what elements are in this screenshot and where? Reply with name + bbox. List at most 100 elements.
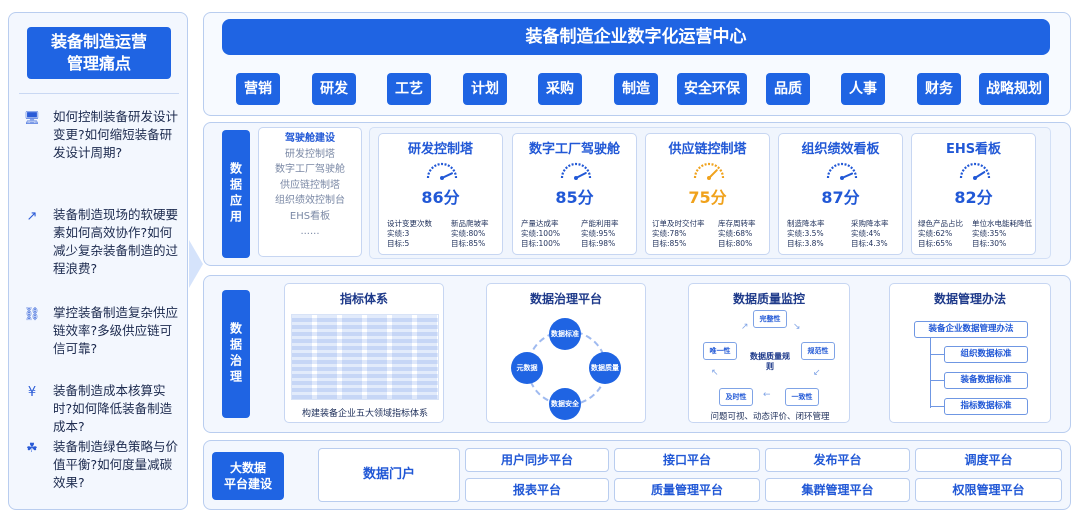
card-score: 85分 <box>555 188 594 207</box>
platform-publish: 发布平台 <box>765 448 910 472</box>
supply-chain-icon: ⛓ <box>23 307 41 322</box>
method-equipment-standard: 装备数据标准 <box>944 372 1028 389</box>
metric-name: 产量达成率 <box>521 219 559 228</box>
big-data-platform-label: 大数据 平台建设 <box>212 452 284 500</box>
method-root: 装备企业数据管理办法 <box>914 321 1028 338</box>
metric-actual: 实绩:4% <box>851 229 881 238</box>
metric-1: 绿色产品占比实绩:62%目标:65% <box>918 219 963 249</box>
metric-1: 产量达成率实绩:100%目标:100% <box>521 219 560 249</box>
dept-purchasing: 采购 <box>538 73 582 105</box>
platform-user-sync: 用户同步平台 <box>465 448 609 472</box>
cockpit-list-item: 组织绩效控制台 <box>275 195 345 206</box>
governance-platform-title: 数据治理平台 <box>529 292 602 306</box>
big-data-label-line1: 大数据 <box>229 461 266 475</box>
metric-actual: 实绩:95% <box>581 229 616 238</box>
pain-text: 装备制造绿色策略与价值平衡?如何度量减碳效果? <box>53 439 179 490</box>
pain-title-line2: 管理痛点 <box>66 54 131 73</box>
pain-title-line1: 装备制造运营 <box>50 32 147 51</box>
cockpit-list-item: EHS看板 <box>289 210 331 222</box>
gauge-hub <box>840 176 844 180</box>
dept-planning: 计划 <box>463 73 507 105</box>
data-portal: 数据门户 <box>318 448 460 502</box>
indicator-system-title: 指标体系 <box>339 292 388 306</box>
cockpit-list-item: ...... <box>300 226 320 237</box>
management-method-box: 数据管理办法 装备企业数据管理办法 组织数据标准 装备数据标准 指标数据标准 <box>889 283 1051 423</box>
quality-monitoring-title: 数据质量监控 <box>732 292 805 306</box>
quality-monitoring-box: 数据质量监控 完整性 规范性 一致性 及时性 唯一性 数据质量规则 ↗ ↘ ↙ … <box>688 283 850 423</box>
dept-strategy: 战略规划 <box>979 73 1049 105</box>
platform-report: 报表平台 <box>465 478 609 502</box>
metric-target: 目标:98% <box>581 239 616 248</box>
arrow-icon: ↙ <box>813 368 821 378</box>
metric-name: 订单及时交付率 <box>652 219 705 228</box>
tree-line <box>930 354 944 355</box>
kpi-card-org-performance: 组织绩效看板 87分 制造降本率实绩:3.5%目标:3.8% 采购降本率实绩:4… <box>778 133 903 255</box>
divider <box>19 93 179 94</box>
metric-1: 订单及时交付率实绩:78%目标:85% <box>652 219 705 249</box>
metric-2: 新品爬坡率实绩:80%目标:85% <box>451 219 489 249</box>
card-score: 82分 <box>954 188 993 207</box>
pain-text: 如何控制装备研发设计变更?如何缩短装备研发设计周期? <box>53 109 179 160</box>
pain-text: 掌控装备制造复杂供应链效率?多级供应链可信可靠? <box>53 305 179 356</box>
metric-actual: 实绩:62% <box>918 229 953 238</box>
arrow-icon: ↖ <box>711 368 719 378</box>
metric-name: 绿色产品占比 <box>918 219 963 228</box>
metric-target: 目标:4.3% <box>851 239 888 248</box>
gauge-hub <box>973 176 977 180</box>
monitor-icon: 🖥 <box>23 111 41 126</box>
dept-finance: 财务 <box>917 73 961 105</box>
quality-rule-center: 数据质量规则 <box>750 352 790 371</box>
dept-marketing: 营销 <box>236 73 280 105</box>
metric-actual: 实绩:100% <box>521 229 560 238</box>
node-completeness: 完整性 <box>753 310 787 328</box>
cockpit-list-item: 供应链控制塔 <box>280 179 340 191</box>
quality-caption: 问题可视、动态评价、闭环管理 <box>710 412 830 422</box>
gauge-icon <box>560 162 592 180</box>
cockpit-list: 驾驶舱建设 研发控制塔 数字工厂驾驶舱 供应链控制塔 组织绩效控制台 EHS看板… <box>258 127 362 257</box>
method-org-standard: 组织数据标准 <box>944 346 1028 363</box>
cockpit-list-title: 驾驶舱建设 <box>285 133 335 144</box>
metric-actual: 实绩:78% <box>652 229 687 238</box>
gauge-arc <box>560 162 592 179</box>
node-data-standard: 数据标准 <box>549 318 581 350</box>
metric-name: 设计变更次数 <box>387 219 432 228</box>
metric-target: 目标:5 <box>387 239 410 248</box>
card-score: 86分 <box>421 188 460 207</box>
kpi-card-ehs: EHS看板 82分 绿色产品占比实绩:62%目标:65% 单位水电能耗降低实绩:… <box>911 133 1036 255</box>
pain-points-panel: 装备制造运营 管理痛点 🖥 如何控制装备研发设计变更?如何缩短装备研发设计周期?… <box>8 12 188 510</box>
gauge-hub <box>574 176 578 180</box>
node-metadata: 元数据 <box>511 352 543 384</box>
metric-2: 产能利用率实绩:95%目标:98% <box>581 219 619 249</box>
method-indicator-standard: 指标数据标准 <box>944 398 1028 415</box>
arrow-icon: ↘ <box>793 322 801 332</box>
metric-target: 目标:85% <box>451 239 486 248</box>
dept-quality: 品质 <box>766 73 810 105</box>
metric-name: 新品爬坡率 <box>451 219 489 228</box>
node-data-quality: 数据质量 <box>589 352 621 384</box>
card-score: 87分 <box>821 188 860 207</box>
metric-actual: 实绩:3 <box>387 229 410 238</box>
metric-target: 目标:85% <box>652 239 687 248</box>
operations-center-title: 装备制造企业数字化运营中心 <box>222 19 1050 55</box>
tree-line <box>930 338 931 408</box>
node-consistency: 一致性 <box>785 388 819 406</box>
pain-text: 装备制造成本核算实时?如何降低装备制造成本? <box>53 383 173 434</box>
gauge-arc <box>959 162 991 179</box>
platform-interface: 接口平台 <box>614 448 760 472</box>
data-application-label: 数据应用 <box>222 130 250 258</box>
platform-permission-mgmt: 权限管理平台 <box>915 478 1062 502</box>
metric-target: 目标:65% <box>918 239 953 248</box>
node-data-security: 数据安全 <box>549 388 581 420</box>
card-title: 组织绩效看板 <box>801 142 880 157</box>
dept-safety: 安全环保 <box>677 73 747 105</box>
gauge-icon <box>693 162 725 180</box>
gauge-icon <box>959 162 991 180</box>
metric-target: 目标:30% <box>972 239 1007 248</box>
node-standardization: 规范性 <box>801 342 835 360</box>
card-title: 供应链控制塔 <box>668 142 747 157</box>
kpi-card-factory: 数字工厂驾驶舱 85分 产量达成率实绩:100%目标:100% 产能利用率实绩:… <box>512 133 637 255</box>
indicator-caption: 构建装备企业五大领域指标体系 <box>301 409 428 419</box>
connector-arrow <box>189 240 203 288</box>
metric-target: 目标:100% <box>521 239 560 248</box>
